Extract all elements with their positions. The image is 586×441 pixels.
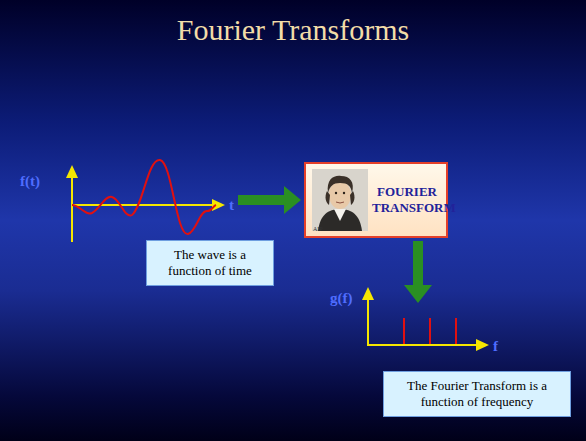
flow-arrow [238, 195, 286, 205]
spectrum-line [429, 318, 431, 344]
axis-head [66, 165, 78, 178]
flow-arrow-head [284, 186, 301, 214]
y-axis [367, 298, 369, 346]
time-wave [72, 160, 216, 234]
spectrum-line [403, 318, 405, 344]
spectrum-line [455, 318, 457, 344]
axis-head [476, 339, 489, 351]
x-axis [72, 204, 214, 206]
flow-arrow-head [404, 285, 432, 303]
credit-label: AIP [313, 226, 323, 233]
y-axis [71, 176, 73, 242]
box-heading: FOURIER TRANSFORM [372, 184, 442, 216]
fourier-portrait [312, 169, 368, 231]
box-text: The Fourier Transform is a function of f… [384, 374, 570, 414]
slide-title: Fourier Transforms [0, 12, 586, 48]
note-box: The wave is a function of time [146, 240, 274, 286]
flow-arrow [413, 241, 423, 287]
axis-label: f [493, 337, 498, 355]
note-box: The Fourier Transform is a function of f… [383, 371, 571, 417]
transform-box: FOURIER TRANSFORM [304, 162, 448, 238]
box-text: The wave is a function of time [147, 243, 273, 283]
axis-label: g(f) [330, 289, 353, 307]
axis-label: f(t) [20, 172, 40, 190]
axis-head [212, 199, 225, 211]
axis-head [362, 287, 374, 300]
axis-label: t [229, 196, 234, 214]
x-axis [368, 344, 478, 346]
